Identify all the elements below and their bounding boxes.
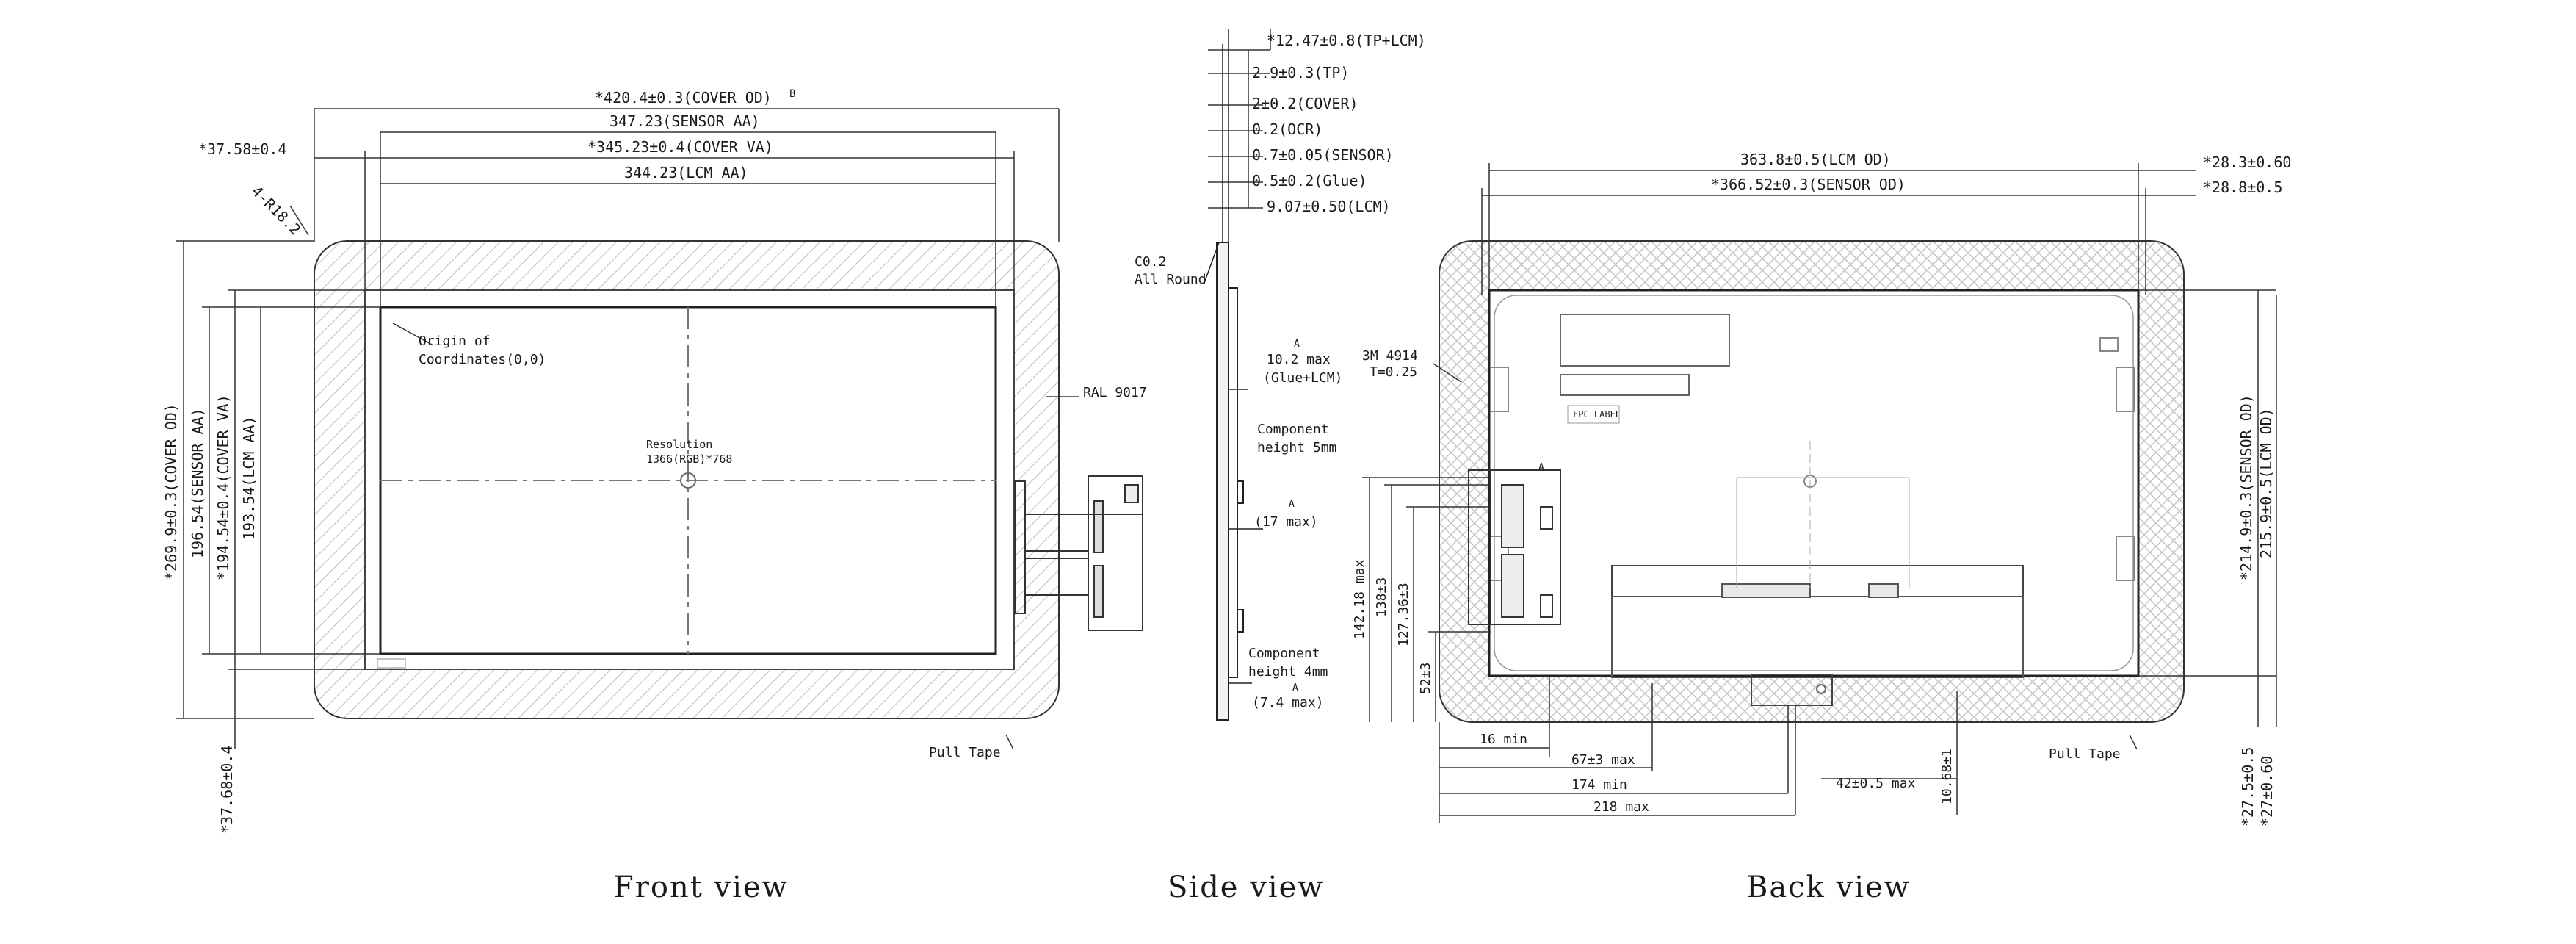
side-max-line2: (Glue+LCM)	[1263, 370, 1342, 386]
side-max74: (7.4 max)	[1252, 695, 1324, 710]
side-mark-a-3: A	[1292, 682, 1298, 693]
front-lcm-aa-width: 344.23(LCM AA)	[624, 164, 748, 181]
front-sensor-aa-width: 347.23(SENSOR AA)	[609, 112, 760, 130]
side-glue: 0.5±0.2(Glue)	[1252, 172, 1367, 190]
front-pull-tape: Pull Tape	[929, 745, 1001, 760]
back-lcm-frame	[1488, 289, 2140, 677]
back-max42: 42±0.5 max	[1836, 776, 1916, 791]
side-sensor: 0.7±0.05(SENSOR)	[1252, 146, 1394, 164]
side-mark-a-1: A	[1294, 339, 1300, 350]
back-sensor-od-height: *214.9±0.3(SENSOR OD)	[2237, 394, 2255, 580]
front-cover-va-width: *345.23±0.4(COVER VA)	[587, 138, 773, 156]
front-ral: RAL 9017	[1083, 385, 1147, 400]
front-sensor-aa-height: 196.54(SENSOR AA)	[189, 408, 206, 558]
front-lcm-aa-height: 193.54(LCM AA)	[240, 416, 258, 540]
front-left-offset: *37.58±0.4	[198, 140, 286, 158]
back-bottom-offset-1: *27.5±0.5	[2239, 747, 2257, 826]
front-view-title: Front view	[613, 871, 789, 904]
side-chamfer-line2: All Round	[1135, 272, 1206, 287]
back-fpc	[1468, 469, 1561, 625]
front-fpc-connector	[1014, 475, 1143, 631]
side-tp: 2.9±0.3(TP)	[1252, 64, 1349, 82]
back-tape-line1: 3M 4914	[1362, 348, 1418, 364]
side-lcm: 9.07±0.50(LCM)	[1267, 198, 1391, 215]
back-h3: 127.36±3	[1396, 583, 1411, 646]
front-top-dimensions	[314, 108, 1060, 307]
back-pull-tape: Pull Tape	[2049, 746, 2121, 762]
side-comp5-line2: height 5mm	[1257, 440, 1336, 455]
front-left-dimensions	[176, 240, 380, 749]
back-view-title: Back view	[1746, 871, 1911, 904]
front-labels: *420.4±0.3(COVER OD) B 347.23(SENSOR AA)…	[162, 88, 1147, 834]
front-cover-od-height: *269.9±0.3(COVER OD)	[162, 403, 180, 580]
side-max17: (17 max)	[1254, 514, 1318, 530]
front-corner-radius: 4-R18.2	[248, 182, 305, 239]
back-lcm-od-height: 215.9±0.5(LCM OD)	[2257, 408, 2275, 558]
back-mark-a-1: A	[1538, 462, 1544, 473]
side-mark-a-2: A	[1289, 499, 1295, 510]
side-comp4-line2: height 4mm	[1248, 664, 1328, 680]
front-view	[176, 108, 1143, 750]
back-max67: 67±3 max	[1571, 752, 1635, 768]
side-total: *12.47±0.8(TP+LCM)	[1267, 32, 1426, 49]
back-fpc-label: FPC LABEL	[1573, 409, 1621, 419]
side-labels: *12.47±0.8(TP+LCM) 2.9±0.3(TP) 2±0.2(COV…	[1135, 32, 1426, 710]
front-bottom-offset: *37.68±0.4	[218, 746, 236, 834]
side-layer-ticks	[1208, 29, 1271, 209]
front-mark-b: B	[789, 88, 795, 100]
side-profile	[1216, 242, 1229, 721]
back-min16: 16 min	[1480, 732, 1527, 747]
front-cover-od-width: *420.4±0.3(COVER OD)	[595, 89, 772, 107]
back-lcm-od-width: 363.8±0.5(LCM OD)	[1740, 151, 1891, 168]
side-ocr: 0.2(OCR)	[1252, 120, 1323, 138]
side-cover: 2±0.2(COVER)	[1252, 95, 1358, 112]
back-h4: 52±3	[1418, 663, 1433, 694]
back-dimensions	[1362, 163, 2277, 823]
back-tape-line2: T=0.25	[1370, 364, 1417, 380]
front-origin-line2: Coordinates(0,0)	[419, 352, 546, 367]
side-max-line1: 10.2 max	[1267, 352, 1331, 367]
back-h2: 138±3	[1374, 577, 1389, 617]
front-origin-line1: Origin of	[419, 334, 491, 349]
back-max218: 218 max	[1593, 799, 1649, 815]
side-chamfer-line1: C0.2	[1135, 254, 1166, 270]
back-v1068: 10.68±1	[1939, 749, 1955, 804]
front-resolution-line2: 1366(RGB)*768	[646, 453, 732, 466]
back-sensor-od-width: *366.52±0.3(SENSOR OD)	[1711, 176, 1906, 193]
back-view	[1362, 163, 2277, 823]
side-comp4-line1: Component	[1248, 646, 1320, 661]
front-cover-va-height: *194.54±0.4(COVER VA)	[214, 394, 232, 580]
back-right-offset-1: *28.3±0.60	[2203, 154, 2291, 171]
back-labels: 363.8±0.5(LCM OD) *366.52±0.3(SENSOR OD)…	[1352, 151, 2291, 826]
front-resolution-line1: Resolution	[646, 438, 712, 451]
side-view	[1204, 29, 1271, 721]
side-comp5-line1: Component	[1257, 422, 1329, 437]
side-view-title: Side view	[1168, 871, 1325, 904]
back-min174: 174 min	[1571, 777, 1627, 793]
back-bottom-connector	[1751, 674, 1833, 706]
back-right-offset-2: *28.8±0.5	[2203, 179, 2282, 196]
back-h1: 142.18 max	[1352, 559, 1367, 639]
back-bottom-offset-2: *27±0.60	[2258, 756, 2276, 826]
